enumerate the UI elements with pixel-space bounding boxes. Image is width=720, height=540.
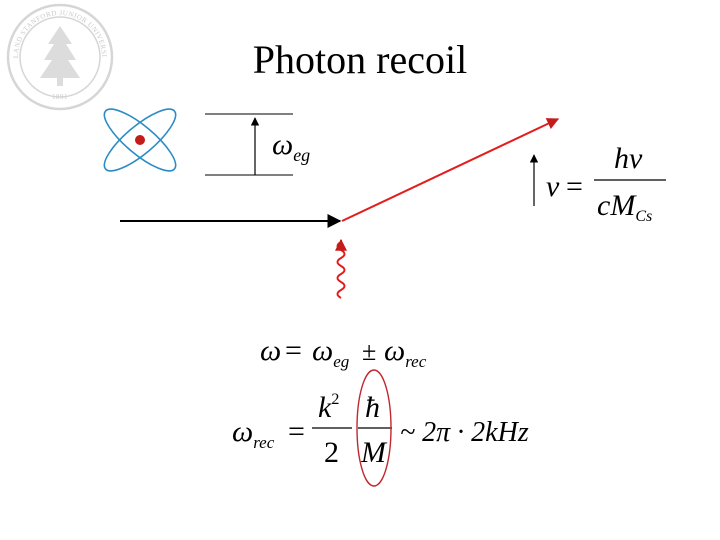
svg-text:ωrec: ωrec [232,415,275,452]
recoil-frequency-formula: ωrec = k2 2 ħ M ~ 2π · 2kHz [232,369,529,487]
svg-text:=: = [288,415,305,448]
svg-text:cMCs: cMCs [597,189,652,225]
seal-year: 1891 [52,93,68,101]
svg-text:k2: k2 [318,391,339,424]
transition-frequency-label: ωeg [272,128,310,165]
university-seal-logo: LELAND STANFORD JUNIOR UNIVERSITY 1891 [0,0,114,111]
svg-text:=: = [285,334,302,367]
svg-text:ωrec: ωrec [384,334,427,371]
energy-level-diagram: ωeg [205,113,310,176]
frequency-shift-formula: ω = ωeg ± ωrec [260,334,427,371]
atom-icon [103,108,177,172]
svg-text:±: ± [362,337,376,366]
svg-text:ω: ω [260,334,281,367]
recoil-velocity-formula: v = hν cMCs [546,142,666,225]
svg-text:ħ: ħ [365,391,380,424]
svg-text:hν: hν [614,142,643,175]
svg-text:~ 2π · 2kHz: ~ 2π · 2kHz [400,417,529,448]
photon-wave-icon [335,238,347,299]
atom-recoil-trajectory [341,118,560,222]
svg-text:=: = [566,170,583,203]
slide-title: Photon recoil [252,37,468,82]
svg-text:M: M [360,436,388,469]
svg-text:v: v [546,170,560,203]
highlight-ellipse [356,369,392,487]
svg-text:2: 2 [324,436,339,469]
svg-text:ωeg: ωeg [312,334,349,371]
nucleus-icon [135,135,145,145]
